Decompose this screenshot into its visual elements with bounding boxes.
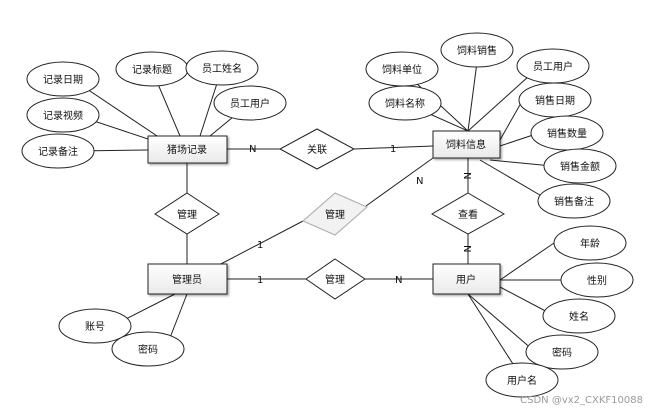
entity-feed-info-label: 饲料信息 <box>446 138 486 151</box>
card-bottom-user: N <box>395 275 402 286</box>
attr-age <box>553 225 627 261</box>
attr-admin-password <box>111 331 185 367</box>
relationship-view-label: 查看 <box>458 208 478 221</box>
attr-name-label: 姓名 <box>569 310 589 323</box>
attr-staff-user-a <box>213 85 287 121</box>
relationship-related: 关联 <box>278 128 356 170</box>
attr-sale-qty-label: 销售数量 <box>547 127 587 140</box>
entity-user-label: 用户 <box>456 273 476 286</box>
attr-gender-label: 性别 <box>587 274 607 287</box>
watermark: CSDN @vx2_CXKF10088 <box>520 395 643 406</box>
attr-sale-date-label: 销售日期 <box>535 94 575 107</box>
attr-user-password <box>525 334 599 370</box>
relationship-manage-diagonal: 管理 <box>302 192 368 236</box>
entity-farm-record: 猪场记录 <box>147 135 228 164</box>
attr-admin-password-label: 密码 <box>138 343 158 356</box>
cardinality-labels: N 1 N 1 1 N N N <box>249 144 472 286</box>
attr-sale-note <box>537 183 611 219</box>
card-diag-admin: 1 <box>257 240 263 251</box>
attr-record-video <box>26 97 100 133</box>
card-feed-view: N <box>461 172 472 179</box>
attr-username <box>485 362 559 398</box>
attr-record-video-label: 记录视频 <box>43 109 83 122</box>
relationship-manage-diagonal-label: 管理 <box>325 208 345 221</box>
attr-feed-name-label: 饲料名称 <box>385 97 425 110</box>
attr-feed-name <box>368 85 442 121</box>
card-feed-diag: N <box>416 176 423 187</box>
relationship-manage-left-label: 管理 <box>177 208 197 221</box>
card-related-feed: 1 <box>390 144 396 155</box>
attr-staff-user-b-label: 员工用户 <box>533 60 573 73</box>
attr-record-date <box>26 61 100 97</box>
attr-staff-name-a-label: 员工姓名 <box>202 62 242 75</box>
attribute-labels: 记录日期 记录标题 员工姓名 记录视频 员工用户 记录备注 饲料单位 饲料销售 … <box>38 44 607 387</box>
relationship-view: 查看 <box>430 192 506 235</box>
attr-record-title-label: 记录标题 <box>132 64 172 76</box>
relationship-related-label: 关联 <box>307 143 327 156</box>
entity-user: 用户 <box>432 263 501 295</box>
attr-age-label: 年龄 <box>580 237 600 250</box>
relationship-manage-bottom: 管理 <box>305 258 366 300</box>
attr-record-note <box>21 133 95 169</box>
attr-feed-sales-label: 饲料销售 <box>457 44 497 57</box>
attr-record-note-label: 记录备注 <box>38 145 78 158</box>
attr-username-label: 用户名 <box>507 374 537 387</box>
attribute-ellipses <box>21 32 634 398</box>
card-view-user: N <box>461 245 472 252</box>
entity-farm-record-label: 猪场记录 <box>167 143 207 156</box>
relationship-manage-bottom-label: 管理 <box>325 273 345 286</box>
attr-staff-name-a <box>185 50 259 86</box>
attr-sale-amount-label: 销售金额 <box>560 160 600 173</box>
attr-account <box>58 308 132 344</box>
attr-name <box>542 298 616 334</box>
entity-admin: 管理员 <box>147 263 228 295</box>
attr-sale-note-label: 销售备注 <box>554 195 594 208</box>
attr-gender <box>560 262 634 298</box>
attr-record-date-label: 记录日期 <box>43 74 83 86</box>
entity-admin-label: 管理员 <box>172 273 202 286</box>
attr-staff-user-a-label: 员工用户 <box>230 97 270 110</box>
relationship-manage-left: 管理 <box>154 192 220 235</box>
attr-sale-amount <box>543 148 617 184</box>
entity-feed-info: 饲料信息 <box>432 130 501 159</box>
attr-feed-unit-label: 饲料单位 <box>382 63 422 76</box>
card-farm-related: N <box>249 144 256 155</box>
card-admin-bottom: 1 <box>257 275 263 286</box>
attr-feed-sales <box>440 32 514 68</box>
attr-account-label: 账号 <box>85 321 105 333</box>
attr-user-password-label: 密码 <box>552 346 572 359</box>
